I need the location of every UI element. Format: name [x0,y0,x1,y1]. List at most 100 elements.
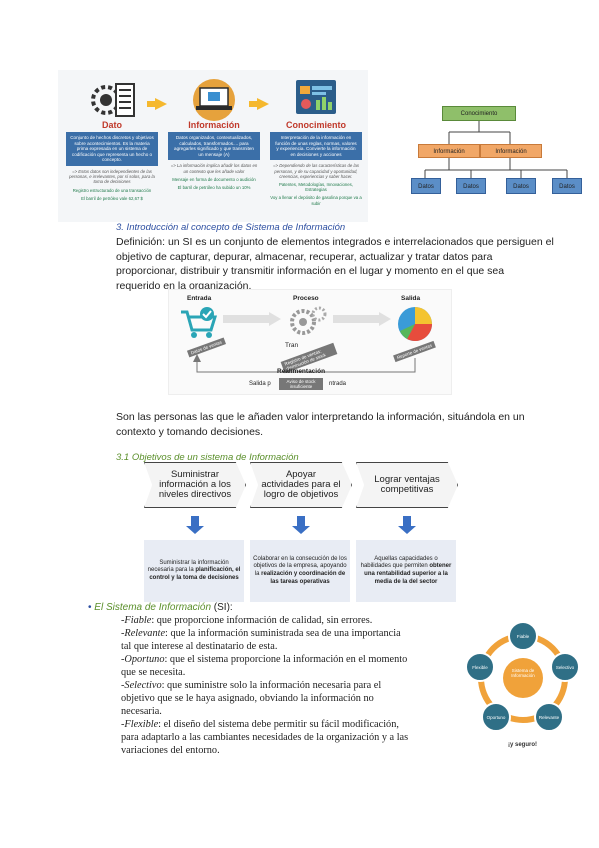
hierarchy-connectors [424,121,568,178]
feedback-loop [193,354,416,373]
infographic-source-conocimiento: Patentes, Metodologías, Innovaciones, Es… [278,181,354,193]
circle-caption: ¡y seguro! [508,742,538,748]
infographic-note-dato: => Estos datos son independientes de las… [69,168,155,185]
shopping-cart-icon [181,307,218,338]
infographic-note-conocimiento: => Dependiendo de las características de… [273,163,359,179]
infographic-source-informacion: Mensaje en forma de documento o audición [172,176,256,182]
objective-body-1: Suministrar la información necesaria par… [144,540,244,602]
si-property-line: -Flexible: el diseño del sistema debe pe… [121,718,399,731]
si-property-text: objetivo que se le haya asignado, obvian… [121,693,374,704]
definition-paragraph: Definición: un SI es un conjunto de elem… [116,235,586,293]
circle-center-label: Sistema de Información [511,668,535,678]
persons-line: contexto y tomando decisiones. [116,425,264,438]
infographic-body-conocimiento: Interpretación de la información en func… [270,132,362,161]
si-property-term: -Oportuno [121,654,165,665]
infographic-example-dato: El barril de petróleo vale 62,67 $ [81,195,143,201]
objective-head-2: Apoyar actividades para el logro de obje… [250,462,352,508]
si-property-line: -Relevante: que la información suministr… [121,627,401,640]
si-property-line: para adaptarlo a las cambiantes necesida… [121,731,408,744]
bullet-icon: • [88,602,92,613]
definition-line: Definición: un SI es un conjunto de elem… [116,236,554,248]
si-property-text: : que suministre solo la información nec… [161,680,382,691]
si-heading: • El Sistema de Información (SI): [88,602,233,613]
infographic-source-dato: Registro estructurado de una transacción [72,187,152,193]
si-property-text: : que la información suministrada sea de… [165,628,401,639]
feedback-left-text: Salida p [249,381,271,387]
arrow-right-icon [223,312,281,326]
si-property-text: : el diseño del sistema debe permitir su… [158,719,399,730]
feedback-right-text: ntrada [329,381,347,387]
objective-body-bold: obtener una rentabilidad superior a la m… [364,563,452,585]
si-property-text: variaciones del entorno. [121,745,220,756]
process-proceso-label: Proceso [293,295,319,302]
infographic-column-dato: Dato Conjunto de hechos discretos y obje… [66,74,158,201]
objective-head-1: Suministrar información a los niveles di… [144,462,246,508]
si-property-line: variaciones del entorno. [121,744,220,757]
infographic-body-dato: Conjunto de hechos discretos y objetivos… [66,132,158,166]
process-realimentacion-label: Realimentación [277,368,326,375]
tag-aviso-stock: Aviso de stock insuficiente [279,378,323,390]
definition-line: objetivo de capturar, depurar, almacenar… [116,250,493,263]
infographic-title-informacion: Información [188,120,240,130]
circle-node-selectivo: Selectivo [550,652,580,682]
arrow-down-icon [186,516,204,534]
si-property-line: -Fiable: que proporcione información de … [121,614,372,627]
objective-body-bold: realización y coordinación de las tareas… [261,571,346,585]
hierarchy-node-datos-2: Datos [456,178,486,194]
hierarchy-node-datos-3: Datos [506,178,536,194]
si-property-line: necesaria. [121,705,162,718]
objective-body-2: Colaborar en la consecución de los objet… [250,540,350,602]
laptop-document-icon [193,79,235,121]
infographic-note-informacion: => La información implica añadir los dat… [170,163,258,174]
arrow-right-icon [333,312,391,326]
circle-node-relevante: Relevante [534,702,564,732]
definition-line: proporcionar, distribuir y transmitir in… [116,265,505,277]
infographic-column-informacion: Información Datos organizados, contextua… [168,74,260,190]
objective-body-text: Aquellas capacidades o habilidades que p… [360,555,438,570]
gears-icon [290,306,327,335]
definition-line: requerido en la organización. [116,279,252,292]
circle-node-flexible: Flexible [465,652,495,682]
section-3-heading: 3. Introducción al concepto de Sistema d… [116,222,346,233]
si-properties-circle-diagram: Sistema de Información Fiable Selectivo … [458,620,588,755]
si-property-text: : que proporcione información de calidad… [151,615,373,626]
si-property-term: -Selectivo [121,680,162,691]
data-info-knowledge-infographic: Dato Conjunto de hechos discretos y obje… [58,70,368,222]
si-property-text: que se necesita. [121,667,186,678]
arrow-right-icon [147,98,167,110]
arrow-down-icon [398,516,416,534]
input-process-output-diagram: Entrada Proceso Salida Datos de ventas T… [168,289,452,395]
objective-body-3: Aquellas capacidades o habilidades que p… [356,540,456,602]
infographic-example-conocimiento: Voy a llenar el depósito de gasolina por… [270,195,362,206]
persons-line: Son las personas las que le añaden valor… [116,411,525,423]
si-property-term: -Relevante [121,628,166,639]
si-property-text: para adaptarlo a las cambiantes necesida… [121,732,409,743]
arrow-down-icon [292,516,310,534]
infographic-column-conocimiento: Conocimiento Interpretación de la inform… [270,74,362,206]
si-property-line: tal que interese al destinatario de esta… [121,640,277,653]
pie-chart-icon [398,307,432,341]
si-property-line: -Selectivo: que suministre solo la infor… [121,679,381,692]
process-partial-label: Tran [285,342,299,349]
circle-node-oportuno: Oportuno [481,702,511,732]
si-property-text: : que el sistema proporcione la informac… [164,654,408,665]
hierarchy-node-datos-4: Datos [552,178,582,194]
objectives-diagram: Suministrar información a los niveles di… [142,462,458,604]
dashboard-screen-icon [296,80,336,114]
infographic-body-informacion: Datos organizados, contextualizados, cal… [168,132,260,161]
infographic-title-dato: Dato [102,120,122,130]
persons-paragraph: Son las personas las que le añaden valor… [116,410,586,439]
si-property-line: que se necesita. [121,666,185,679]
section-3-1-heading: 3.1 Objetivos de un sistema de Informaci… [116,452,299,463]
objective-head-3: Lograr ventajas competitivas [356,462,458,508]
knowledge-hierarchy-diagram: Conocimiento Información Información Dat… [411,100,599,200]
infographic-title-conocimiento: Conocimiento [286,120,346,130]
si-property-line: objetivo que se le haya asignado, obvian… [121,692,374,705]
objective-body-text: Colaborar en la consecución de los objet… [253,555,347,577]
hierarchy-node-datos-1: Datos [411,178,441,194]
si-property-text: tal que interese al destinatario de esta… [121,641,278,652]
si-property-term: -Fiable [121,615,152,626]
objective-body-bold: planificación, el control y la toma de d… [149,567,241,581]
si-acronym: (SI): [213,602,233,613]
circle-node-fiable: Fiable [508,621,538,651]
